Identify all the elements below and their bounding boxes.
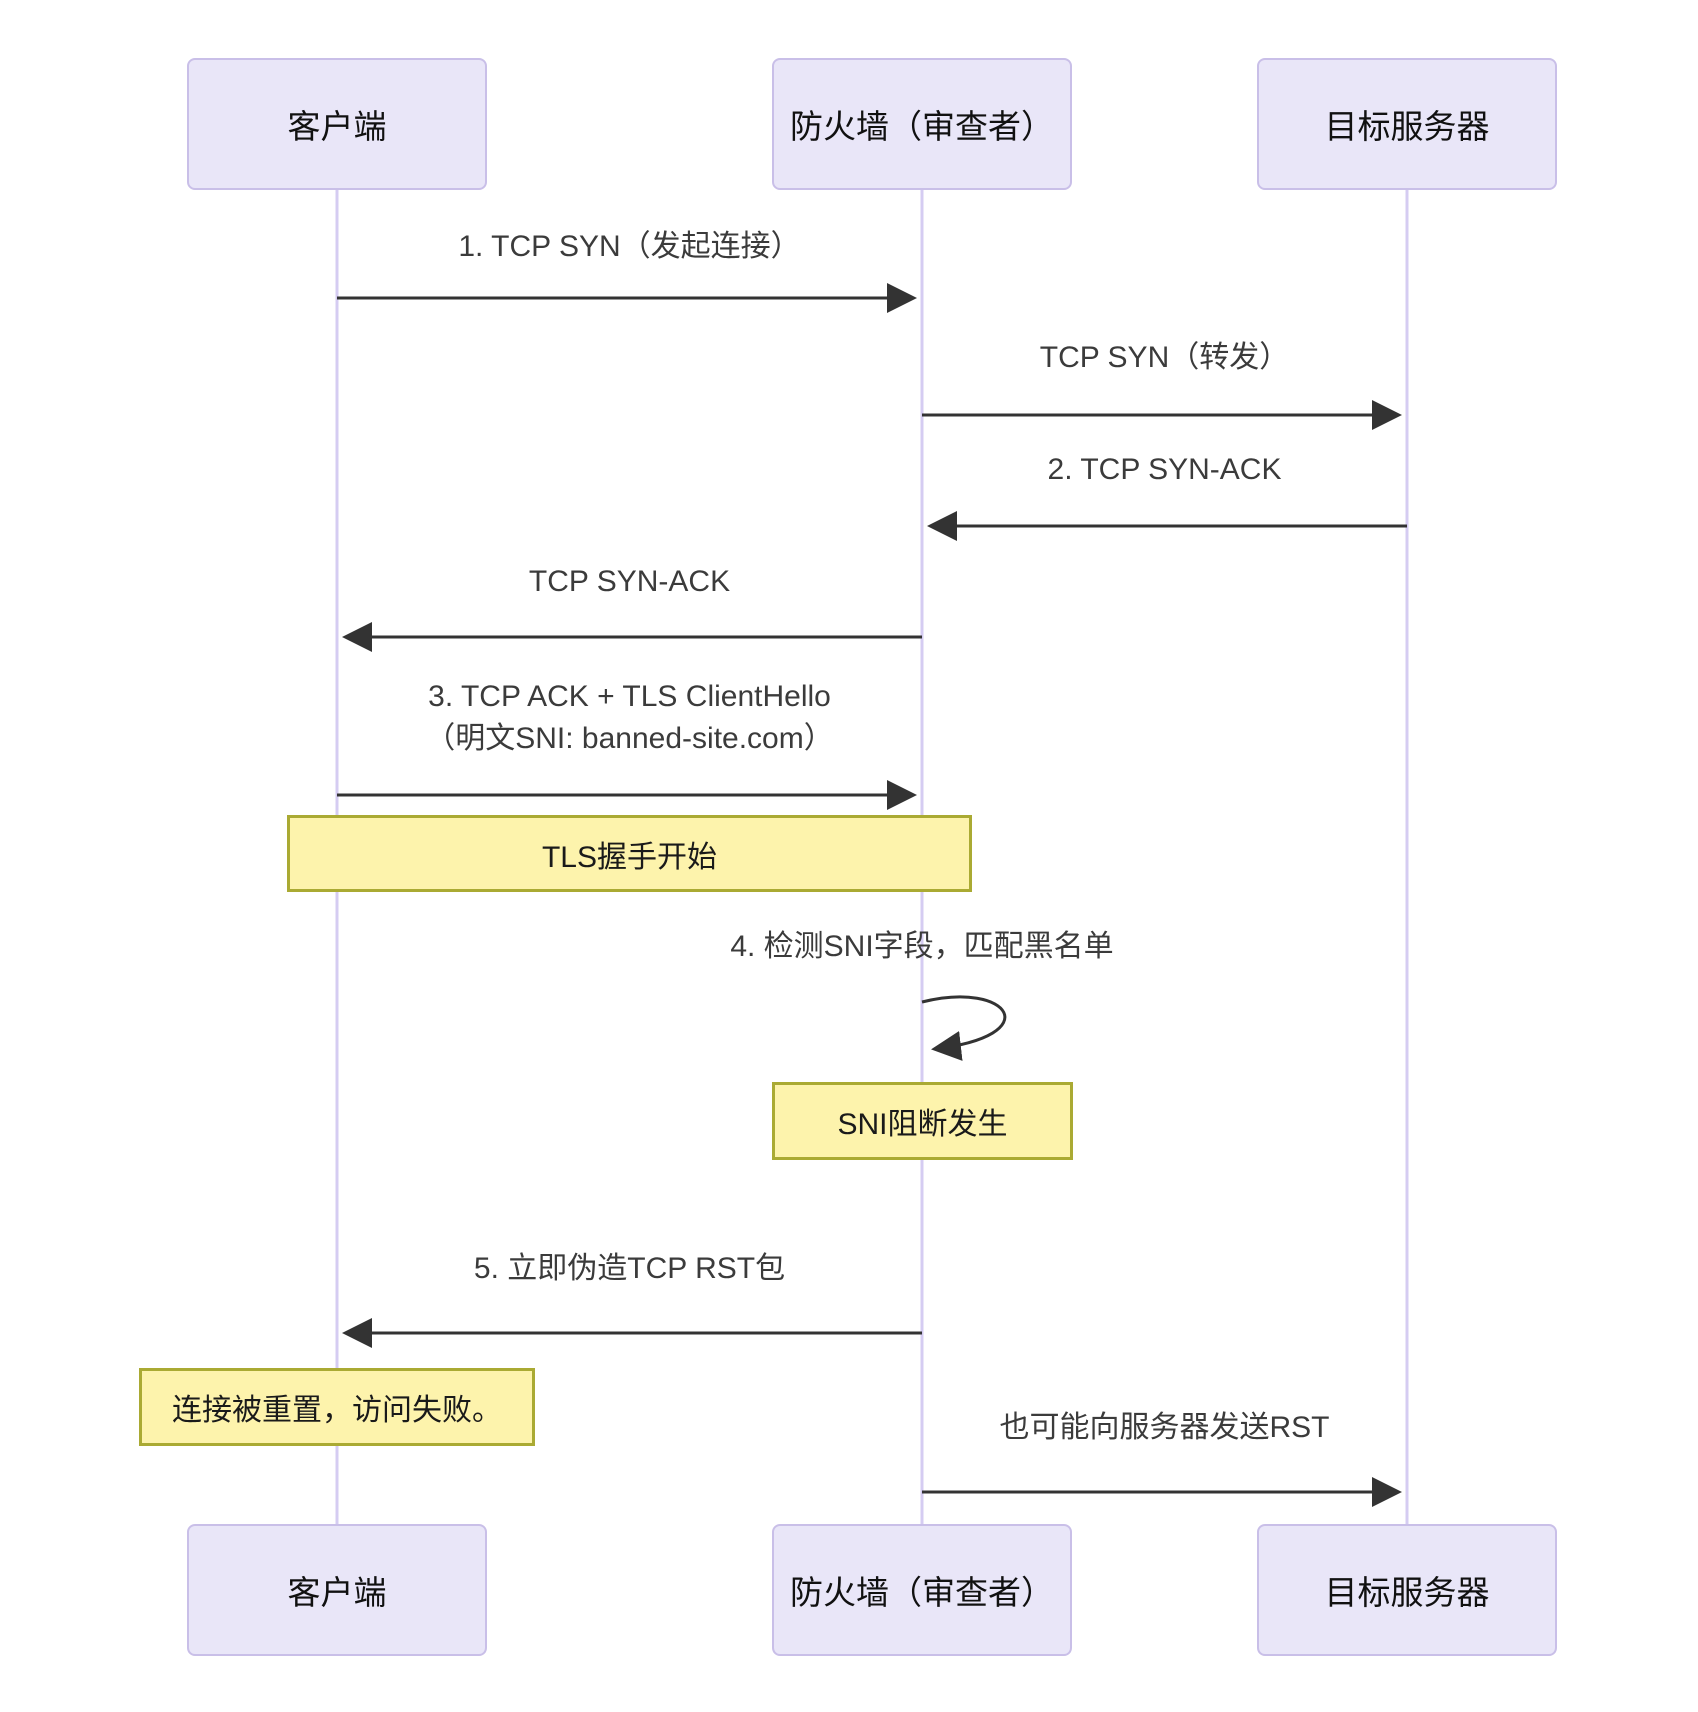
actor-client-bottom: 客户端 (187, 1524, 487, 1656)
actor-firewall-top: 防火墙（审查者） (772, 58, 1072, 190)
message-label-rst-to-server: 也可能向服务器发送RST (999, 1411, 1330, 1444)
message-label-sni-check: 4. 检测SNI字段，匹配黑名单 (730, 930, 1114, 963)
actor-server-top: 目标服务器 (1257, 58, 1557, 190)
actor-server-bottom: 目标服务器 (1257, 1524, 1557, 1656)
message-label-tcp-synack-fwd: TCP SYN-ACK (528, 565, 731, 598)
message-label-clienthello-line1: 3. TCP ACK + TLS ClientHello (428, 680, 831, 713)
message-label-clienthello: 3. TCP ACK + TLS ClientHello （明文SNI: ban… (337, 676, 922, 760)
message-label-tcp-rst: 5. 立即伪造TCP RST包 (473, 1252, 786, 1285)
actor-firewall-bottom: 防火墙（审查者） (772, 1524, 1072, 1656)
message-label-tcp-syn: 1. TCP SYN（发起连接） (458, 230, 801, 263)
arrow-self-loop-sni-check (921, 995, 1007, 1061)
message-label-clienthello-line2: （明文SNI: banned-site.com） (425, 722, 834, 755)
note-sni-block: SNI阻断发生 (772, 1082, 1073, 1160)
note-connection-reset: 连接被重置，访问失败。 (139, 1368, 535, 1446)
note-tls-handshake-start: TLS握手开始 (287, 815, 972, 892)
message-label-tcp-synack: 2. TCP SYN-ACK (1047, 453, 1282, 486)
actor-client-top: 客户端 (187, 58, 487, 190)
message-label-tcp-syn-forward: TCP SYN（转发） (1039, 341, 1290, 374)
